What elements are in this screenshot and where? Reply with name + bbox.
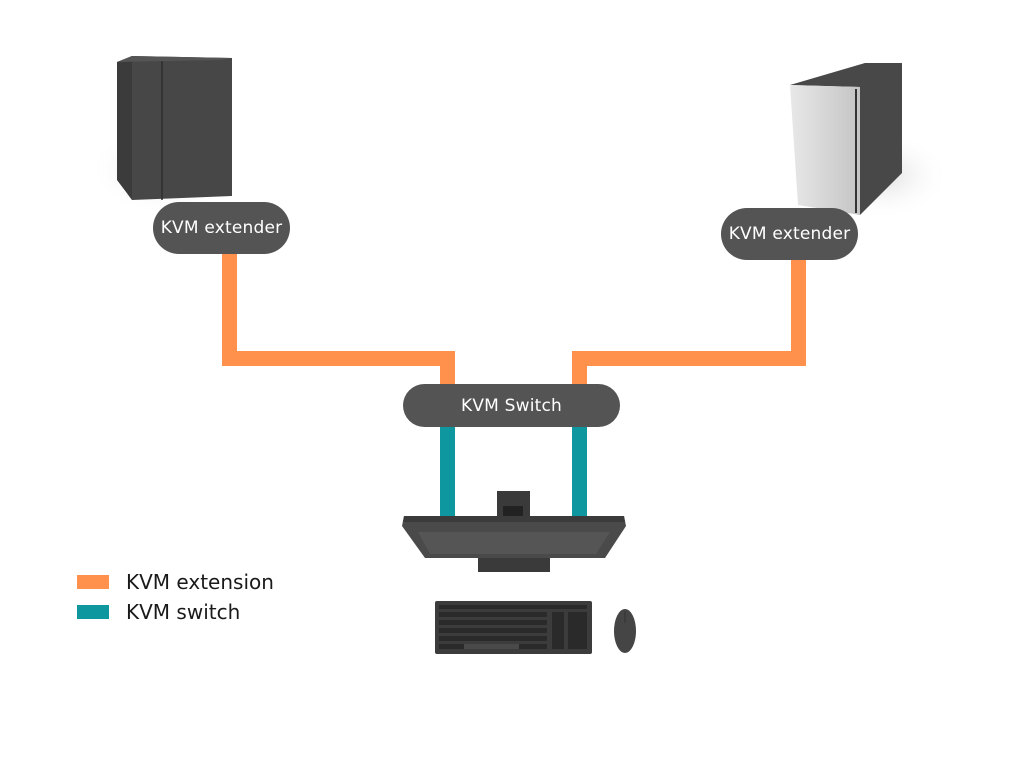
extension-line-left-horizontal	[222, 351, 455, 366]
keyboard	[435, 601, 592, 654]
monitor	[402, 491, 626, 572]
legend-swatch-kvm-extension	[77, 575, 109, 589]
legend-label-kvm-extension: KVM extension	[126, 570, 274, 594]
tower-computer-left	[90, 56, 240, 215]
legend-swatch-kvm-switch	[77, 605, 109, 619]
extension-line-left-vertical	[222, 252, 237, 366]
mouse	[614, 609, 636, 653]
legend-label-kvm-switch: KVM switch	[126, 600, 241, 624]
extension-line-left-drop	[440, 351, 455, 391]
kvm-switch-node: KVM Switch	[403, 384, 620, 427]
extension-line-right-drop	[572, 351, 587, 391]
switch-line-left	[440, 420, 455, 520]
kvm-extender-right-node: KVM extender	[721, 208, 858, 260]
extension-line-right-horizontal	[572, 351, 806, 366]
tower-computer-right	[790, 63, 950, 220]
extension-line-right-vertical	[791, 258, 806, 366]
kvm-extender-left-node: KVM extender	[153, 202, 290, 254]
switch-line-right	[572, 420, 587, 520]
